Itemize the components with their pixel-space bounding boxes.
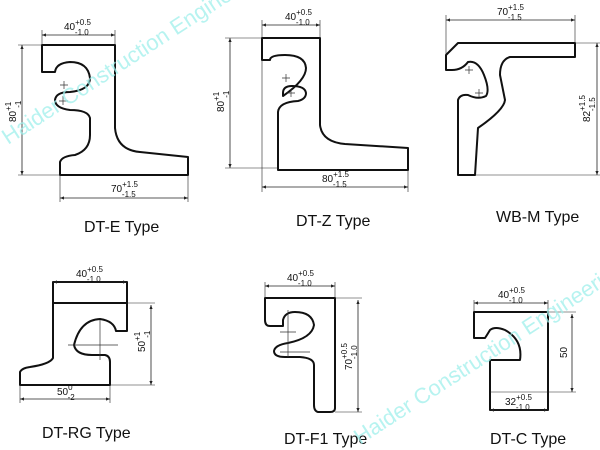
dt-e-shape bbox=[41, 44, 189, 176]
dt-e-height-dim: 80+1-1 bbox=[4, 100, 23, 122]
wb-m-caption: WB-M Type bbox=[496, 209, 579, 226]
dt-rg-base-dim: 500-2 bbox=[57, 383, 75, 402]
dt-f1-shape bbox=[264, 297, 336, 413]
dt-c-shape bbox=[473, 311, 549, 411]
profile-wb-m: 70+1.5-1.5 82+1.5-1.5 WB-M Type bbox=[445, 3, 600, 226]
dt-c-width-dim: 40+0.5-1.0 bbox=[498, 286, 525, 305]
profile-dt-f1: 40+0.5-1.0 70+0.5-1.0 DT-F1 Type bbox=[264, 269, 367, 448]
dt-rg-caption: DT-RG Type bbox=[42, 425, 131, 442]
profile-dt-rg: 40+0.5-1.0 50+1-1 500-2 DT-RG Type bbox=[19, 265, 155, 442]
dt-rg-width-dim: 40+0.5-1.0 bbox=[76, 265, 103, 284]
dt-f1-width-dim: 40+0.5-1.0 bbox=[287, 269, 314, 288]
dt-e-width-dim: 40+0.5-1.0 bbox=[64, 18, 91, 37]
watermark-1: Haider Construction Engineering Ma bbox=[0, 0, 309, 149]
profile-dt-c: 40+0.5-1.0 50 32+0.5-1.0 DT-C Type bbox=[473, 286, 576, 448]
dt-z-caption: DT-Z Type bbox=[296, 213, 370, 230]
wb-m-shape bbox=[445, 42, 576, 176]
dt-f1-height-dim: 70+0.5-1.0 bbox=[340, 343, 359, 370]
wb-m-width-dim: 70+1.5-1.5 bbox=[497, 3, 524, 22]
dt-c-base-dim: 32+0.5-1.0 bbox=[505, 393, 532, 412]
dt-z-shape bbox=[261, 37, 409, 171]
dt-z-height-dim: 80+1-1 bbox=[212, 90, 231, 112]
dt-z-base-dim: 80+1.5-1.5 bbox=[322, 170, 349, 189]
dt-c-caption: DT-C Type bbox=[490, 431, 566, 448]
dt-z-width-dim: 40+0.5-1.0 bbox=[285, 8, 312, 27]
dt-rg-shape bbox=[19, 281, 128, 386]
dt-c-height-dim: 50 bbox=[559, 346, 570, 358]
profile-dt-e: 40+0.5-1.0 80+1-1 70+1.5-1.5 DT-E Type bbox=[4, 18, 189, 236]
dt-rg-height-dim: 50+1-1 bbox=[133, 330, 152, 352]
profile-dt-z: 40+0.5-1.0 80+1-1 80+1.5-1.5 DT-Z Type bbox=[212, 8, 409, 230]
wb-m-height-dim: 82+1.5-1.5 bbox=[578, 95, 597, 122]
dt-e-caption: DT-E Type bbox=[84, 219, 159, 236]
dt-f1-caption: DT-F1 Type bbox=[284, 431, 367, 448]
dt-e-base-dim: 70+1.5-1.5 bbox=[111, 180, 138, 199]
